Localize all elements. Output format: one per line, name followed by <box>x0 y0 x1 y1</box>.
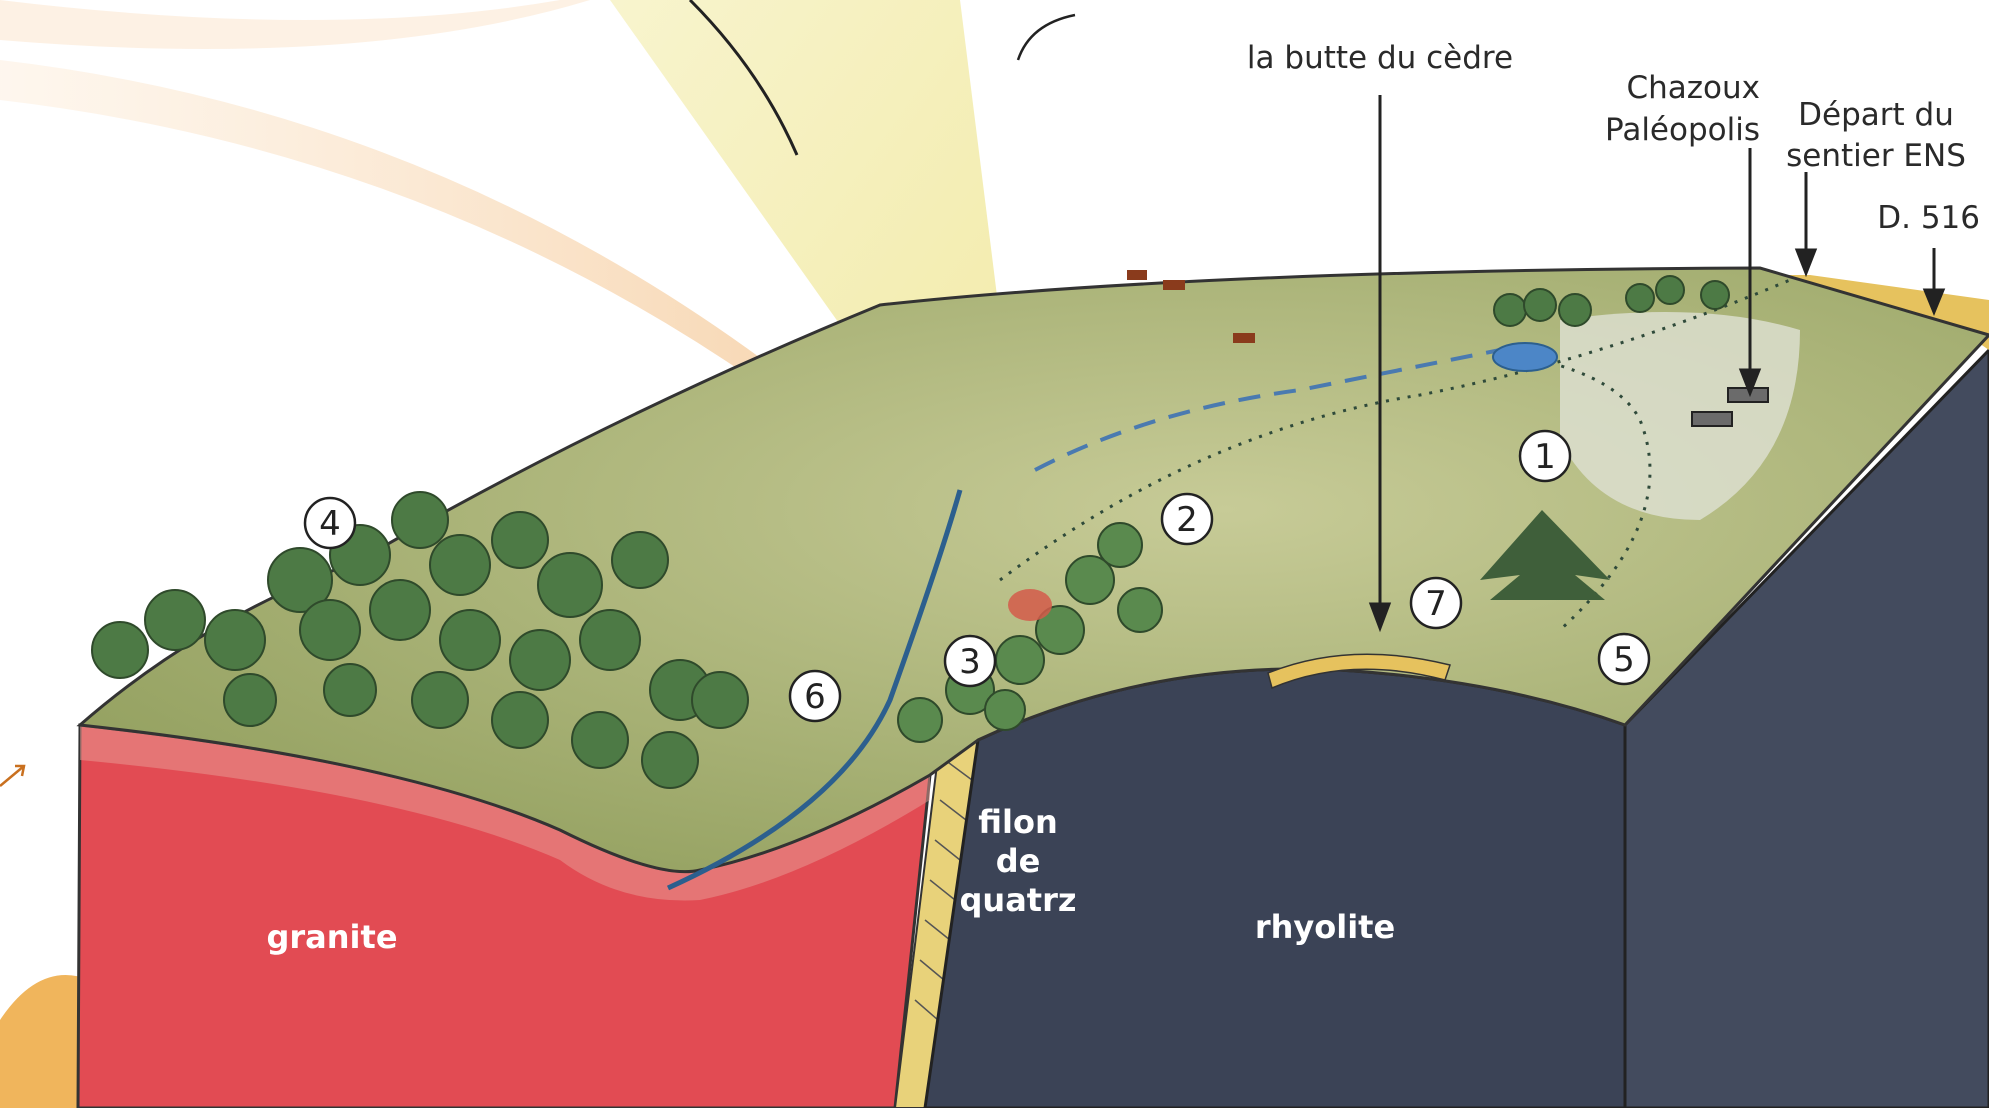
label-granite: granite <box>266 918 397 956</box>
label-paleopolis: Paléopolis <box>1605 112 1760 148</box>
ground-curve <box>0 975 90 1108</box>
orange-arrow-icon <box>0 766 24 786</box>
pond <box>1493 343 1557 371</box>
bird-icon <box>1018 15 1075 60</box>
marker-5: 5 <box>1613 640 1635 680</box>
label-road-d516: D. 516 <box>1877 200 1980 236</box>
rainbow-arc-inner <box>0 0 590 49</box>
label-butte-du-cedre: la butte du cèdre <box>1247 40 1513 76</box>
label-chazoux: Chazoux <box>1626 70 1760 106</box>
marker-4: 4 <box>319 504 341 544</box>
label-quartz-filon: filon <box>978 803 1057 841</box>
marker-1: 1 <box>1534 437 1556 477</box>
marker-2: 2 <box>1176 500 1198 540</box>
label-sentier-ens: sentier ENS <box>1786 138 1966 174</box>
marker-7: 7 <box>1425 584 1447 624</box>
label-quartz-de: de <box>996 842 1041 880</box>
label-quartz-quatrz: quatrz <box>960 881 1077 919</box>
marker-6: 6 <box>804 677 826 717</box>
source-spot <box>1008 589 1052 621</box>
marker-3: 3 <box>959 642 981 682</box>
label-rhyolite: rhyolite <box>1255 908 1395 946</box>
label-depart: Départ du <box>1798 97 1954 133</box>
